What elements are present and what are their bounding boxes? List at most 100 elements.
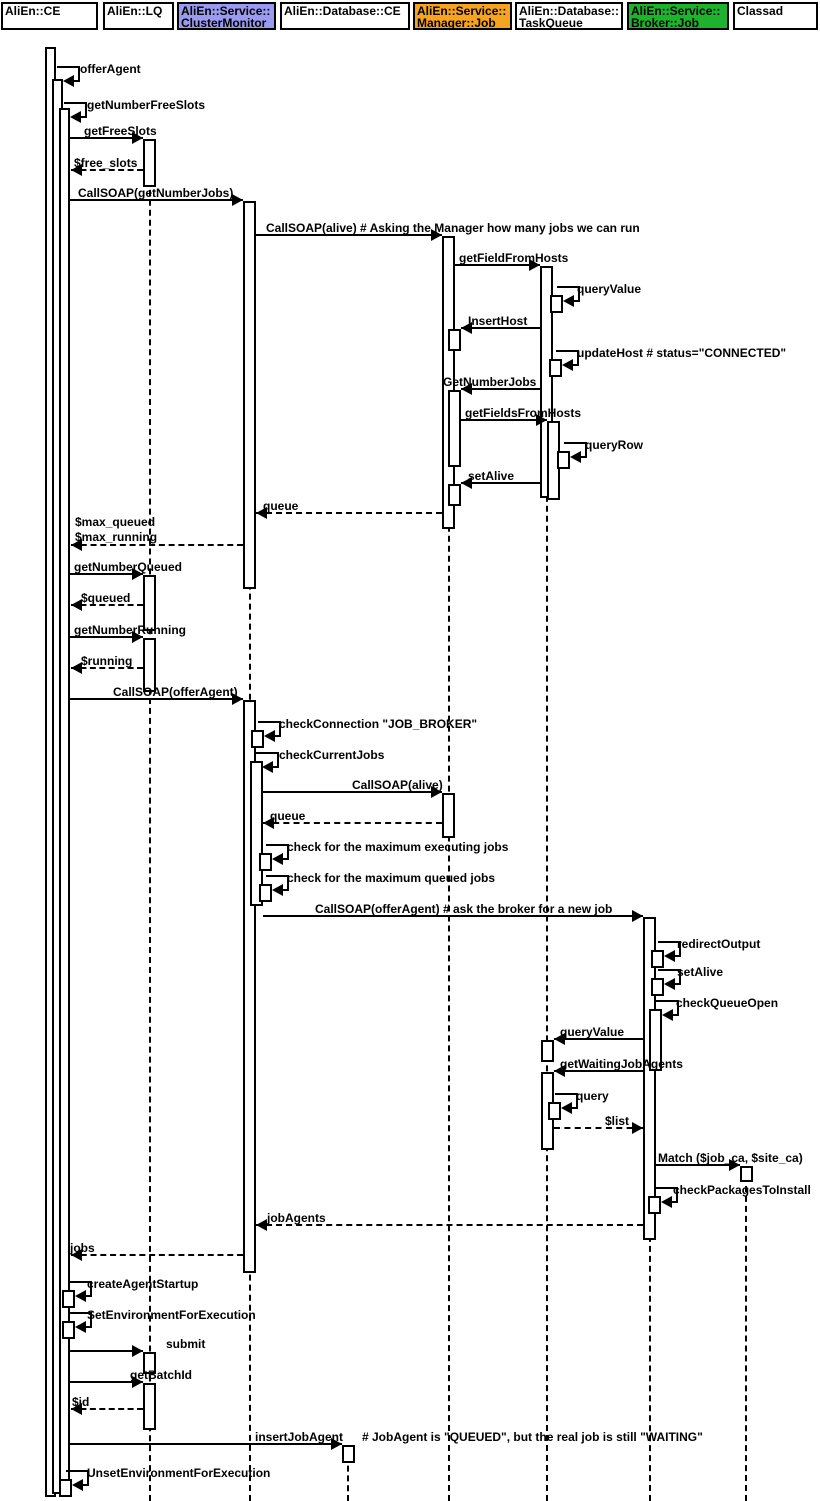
arrowhead — [71, 1403, 82, 1415]
self-call-side-line — [277, 752, 279, 768]
self-call-arrowhead — [561, 1102, 572, 1114]
participant-box-service-clustermonitor: AliEn::Service::ClusterMonitor — [177, 2, 276, 30]
arrowhead — [431, 786, 442, 798]
self-call-arrowhead — [72, 1479, 83, 1491]
message-line — [455, 264, 540, 266]
message-label: getFieldFromHosts — [459, 251, 569, 265]
self-call-top-line — [658, 969, 681, 971]
arrowhead — [263, 817, 274, 829]
activation-bar — [143, 139, 156, 187]
self-call-side-line — [679, 969, 681, 985]
self-call-label: createAgentStartup — [87, 1277, 199, 1291]
self-call-label: check for the maximum queued jobs — [287, 871, 496, 885]
participant-label: AliEn::CE — [5, 4, 61, 18]
message-line — [554, 1070, 643, 1072]
arrowhead — [461, 477, 472, 489]
message-label: getWaitingJobAgents — [560, 1057, 683, 1071]
message-label: CallSOAP(alive) # Asking the Manager how… — [266, 221, 640, 235]
self-call-label: checkConnection "JOB_BROKER" — [279, 717, 478, 731]
message-label: jobAgents — [267, 1211, 326, 1225]
self-call-box — [548, 1102, 561, 1120]
message-line — [263, 915, 643, 917]
participant-box-database-ce: AliEn::Database::CE — [280, 2, 410, 30]
self-call-top-line — [564, 442, 587, 444]
lifeline-manager-job — [448, 236, 450, 1501]
message-line — [256, 1224, 643, 1226]
arrowhead — [71, 662, 82, 674]
self-call-top-line — [557, 286, 580, 288]
message-line — [461, 327, 540, 329]
self-call-label: checkPackagesToInstall — [673, 1183, 811, 1197]
message-label: CallSOAP(offerAgent) — [113, 685, 238, 699]
message-line — [263, 822, 442, 824]
message-line — [461, 482, 540, 484]
message-label: jobs — [70, 1241, 95, 1255]
arrowhead — [256, 507, 267, 519]
message-label: queue — [263, 499, 299, 513]
activation-bar — [740, 1166, 753, 1182]
self-call-arrowhead — [75, 1290, 86, 1302]
self-call-top-line — [258, 721, 281, 723]
self-call-label: checkQueueOpen — [676, 996, 779, 1010]
arrowhead — [632, 1122, 643, 1134]
message-line — [71, 667, 143, 669]
message-label: getNumberQueued — [74, 560, 183, 574]
message-label: $queued — [81, 591, 131, 605]
message-label: getNumberRunning — [74, 623, 186, 637]
self-call-label: SetEnvironmentForExecution — [87, 1308, 256, 1322]
arrowhead — [232, 693, 243, 705]
arrowhead — [71, 599, 82, 611]
self-call-side-line — [585, 442, 587, 458]
self-call-arrowhead — [661, 1196, 672, 1208]
lifeline-taskqueue — [546, 266, 548, 1501]
message-label: $max_queued — [75, 515, 156, 529]
self-call-arrowhead — [262, 761, 273, 773]
message-line — [69, 636, 143, 638]
arrowhead — [632, 910, 643, 922]
activation-bar — [442, 793, 455, 838]
self-call-label: check for the maximum executing jobs — [287, 840, 509, 854]
self-call-arrowhead — [664, 950, 675, 962]
arrowhead — [536, 414, 547, 426]
self-call-label: query — [576, 1089, 609, 1103]
self-call-label: queryRow — [585, 438, 644, 452]
participant-label: AliEn::Service:: — [417, 4, 507, 18]
participant-box-alien-ce: AliEn::CE — [1, 2, 98, 30]
self-call-box — [62, 1290, 75, 1308]
arrowhead — [256, 1219, 267, 1231]
message-label: getFieldsFromHosts — [465, 406, 582, 420]
self-call-label: redirectOutput — [677, 937, 761, 951]
self-call-side-line — [90, 1281, 92, 1297]
self-call-arrowhead — [70, 111, 81, 123]
participant-box-database-taskqueue: AliEn::Database::TaskQueue — [515, 2, 623, 30]
message-label: CallSOAP(getNumberJobs) — [78, 186, 234, 200]
message-line — [69, 573, 143, 575]
arrowhead — [132, 568, 143, 580]
message-label: CallSOAP(offerAgent) # ask the broker fo… — [315, 902, 613, 916]
activation-bar — [143, 638, 156, 692]
message-line — [69, 1443, 342, 1445]
arrowhead — [461, 322, 472, 334]
message-line — [554, 1038, 643, 1040]
message-line — [71, 1254, 243, 1256]
message-label: GetNumberJobs — [443, 375, 537, 389]
message-label: $free_slots — [74, 156, 138, 170]
self-call-side-line — [87, 1470, 89, 1486]
self-call-box — [251, 730, 264, 748]
message-label: submit — [166, 1337, 206, 1351]
self-call-top-line — [66, 1470, 89, 1472]
self-call-box — [259, 884, 272, 902]
self-call-box — [651, 978, 664, 996]
self-call-arrowhead — [664, 978, 675, 990]
lifeline-classad — [745, 1166, 747, 1501]
self-call-top-line — [555, 1093, 578, 1095]
activation-bar — [143, 575, 156, 631]
message-label: $list — [605, 1114, 630, 1128]
self-call-top-line — [64, 102, 87, 104]
message-line — [71, 604, 143, 606]
activation-bar — [243, 201, 256, 589]
message-label: CallSOAP(alive) — [352, 778, 443, 792]
arrowhead — [431, 229, 442, 241]
self-call-arrowhead — [75, 1321, 86, 1333]
message-line — [256, 234, 442, 236]
